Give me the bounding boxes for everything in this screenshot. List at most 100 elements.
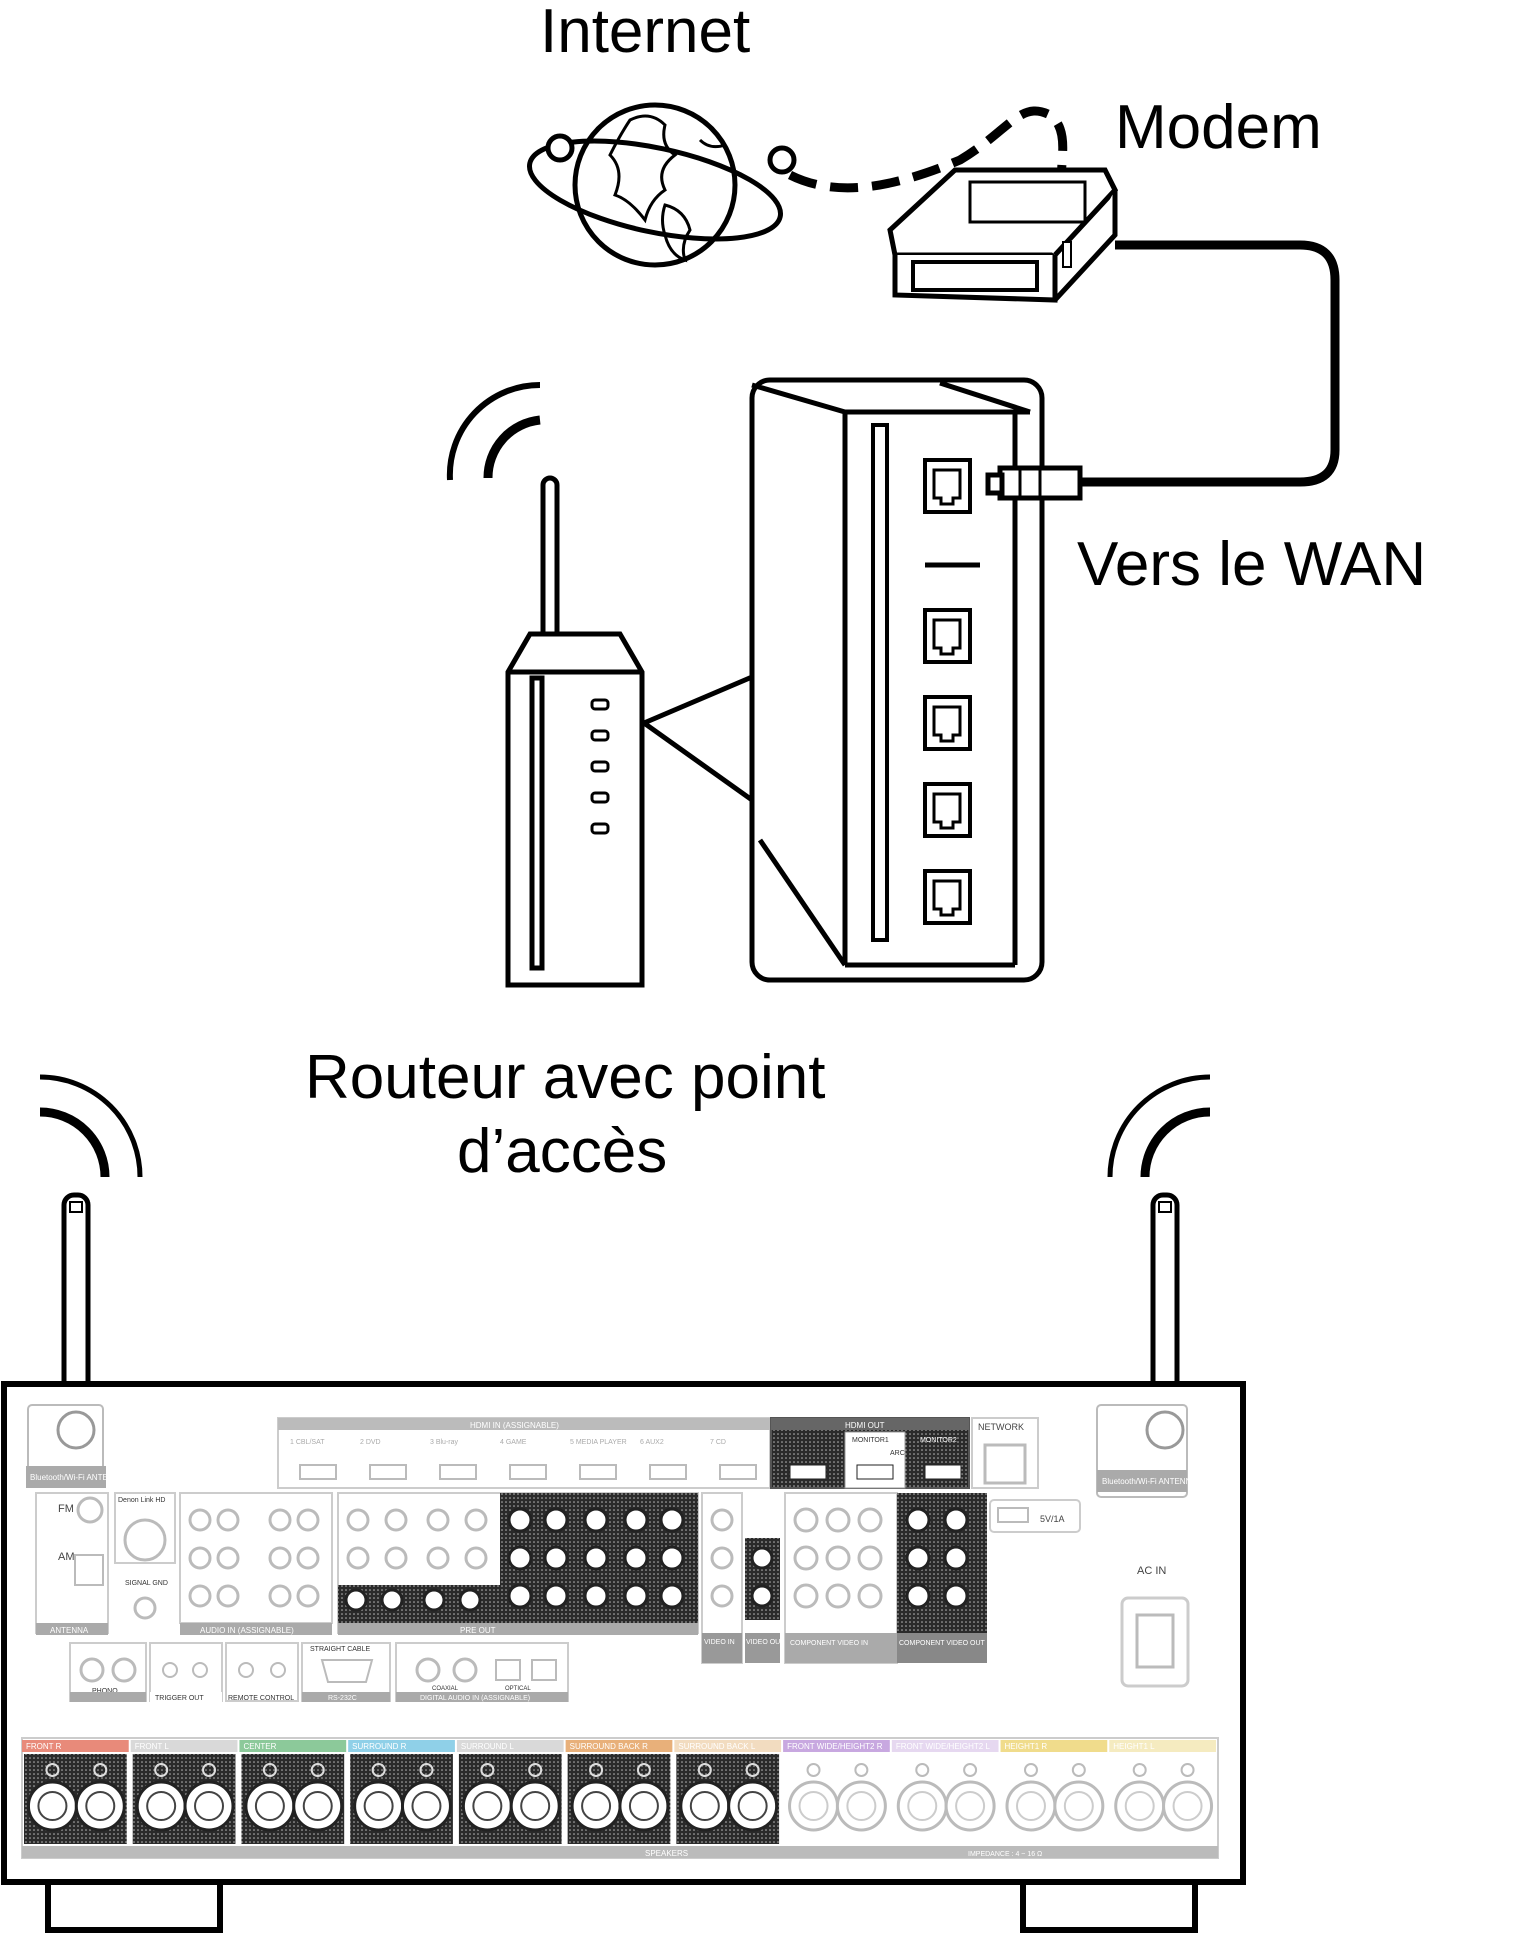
speaker-group-label: SURROUND BACK L (678, 1742, 755, 1751)
speaker-group-header (1000, 1740, 1108, 1752)
polarity-marker (806, 1763, 821, 1777)
polarity-marker (262, 1763, 277, 1777)
speaker-group-header (565, 1740, 673, 1752)
speakers-label: SPEAKERS (645, 1849, 688, 1858)
polarity-marker (419, 1763, 434, 1777)
speaker-terminal-inner (520, 1791, 551, 1821)
hdmi-input-port (299, 1464, 337, 1480)
rca-jack (583, 1507, 609, 1533)
speaker-terminal-inner (194, 1791, 225, 1821)
rca-jack (543, 1507, 569, 1533)
speaker-terminal (292, 1780, 344, 1832)
speaker-terminal (183, 1780, 235, 1832)
rca-jack (793, 1507, 819, 1533)
rca-jack (296, 1584, 320, 1608)
speaker-terminal-inner (907, 1791, 938, 1821)
speaker-group-label: HEIGHT1 R (1005, 1742, 1048, 1751)
speaker-terminal (896, 1780, 948, 1832)
denon-link-label: Denon Link HD (118, 1497, 165, 1504)
speaker-terminal (835, 1780, 887, 1832)
speaker-terminal (26, 1780, 78, 1832)
hdmi-input-label: 5 MEDIA PLAYER (570, 1439, 627, 1446)
wan-label: Vers le WAN (1077, 530, 1426, 599)
hdmi-in-label: HDMI IN (ASSIGNABLE) (470, 1421, 559, 1430)
rca-jack (458, 1588, 482, 1612)
rca-jack (422, 1588, 446, 1612)
optical-label: OPTICAL (505, 1686, 531, 1692)
rca-jack (380, 1588, 404, 1612)
speaker-group-header (456, 1740, 564, 1752)
polarity-marker (310, 1763, 325, 1777)
speaker-terminal (1114, 1780, 1166, 1832)
speaker-terminal-inner (737, 1791, 768, 1821)
speaker-terminal-inner (363, 1791, 394, 1821)
internet-label: Internet (540, 0, 750, 66)
rca-jack (857, 1545, 883, 1571)
rca-jack (710, 1584, 734, 1608)
rca-jack (268, 1546, 292, 1570)
router-label-line1: Routeur avec point (305, 1043, 825, 1112)
hdmi-input-label: 3 Blu-ray (430, 1439, 459, 1446)
speaker-terminal (400, 1780, 452, 1832)
polarity-marker (745, 1763, 760, 1777)
rca-jack (943, 1507, 969, 1533)
speaker-group-label: SURROUND BACK R (570, 1742, 648, 1751)
speaker-terminal-inner (689, 1791, 720, 1821)
speaker-terminal (618, 1780, 670, 1832)
rca-jack (750, 1546, 774, 1570)
speaker-group-label: SURROUND L (461, 1742, 514, 1751)
rca-jack (346, 1546, 370, 1570)
speaker-terminal (570, 1780, 622, 1832)
component-in-label: COMPONENT VIDEO IN (790, 1640, 868, 1647)
rca-jack (216, 1546, 240, 1570)
hdmi-input-port (649, 1464, 687, 1480)
rca-jack (623, 1507, 649, 1533)
rca-jack (710, 1508, 734, 1532)
rca-jack (825, 1507, 851, 1533)
rca-jack (943, 1545, 969, 1571)
speaker-terminal-inner (411, 1791, 442, 1821)
polarity-marker (1132, 1763, 1147, 1777)
speaker-terminal (461, 1780, 513, 1832)
rca-jack (268, 1508, 292, 1532)
rca-jack (583, 1583, 609, 1609)
av-receiver-rear-panel: Bluetooth/Wi-Fi ANTENNA Bluetooth/Wi-Fi … (1, 1381, 1246, 1933)
router-icon (446, 377, 1045, 988)
speaker-terminal (244, 1780, 296, 1832)
speaker-group-label: SURROUND R (352, 1742, 406, 1751)
speaker-terminal-inner (472, 1791, 503, 1821)
speaker-group-header (130, 1740, 238, 1752)
speaker-terminal-inner (1063, 1791, 1094, 1821)
speaker-group-label: FRONT R (26, 1742, 62, 1751)
speaker-terminal-inner (628, 1791, 659, 1821)
rca-jack (216, 1508, 240, 1532)
speaker-group-label: FRONT WIDE/HEIGHT2 L (896, 1742, 991, 1751)
audio-in-label: AUDIO IN (ASSIGNABLE) (200, 1626, 294, 1635)
speaker-group-label: FRONT L (135, 1742, 170, 1751)
monitor2-label: MONITOR2 (920, 1437, 957, 1444)
rca-jack (507, 1507, 533, 1533)
digital-audio-label: DIGITAL AUDIO IN (ASSIGNABLE) (420, 1695, 530, 1702)
video-out-label: VIDEO OUT (746, 1639, 785, 1646)
rca-jack (857, 1583, 883, 1609)
rca-jack (346, 1508, 370, 1532)
coaxial-label: COAXIAL (432, 1686, 459, 1692)
hdmi-input-port (439, 1464, 477, 1480)
polarity-marker (45, 1763, 60, 1777)
speaker-terminal (509, 1780, 561, 1832)
speaker-terminal (353, 1780, 405, 1832)
rca-jack (825, 1545, 851, 1571)
rca-jack (825, 1583, 851, 1609)
rca-jack (793, 1583, 819, 1609)
arc-label: ARC (890, 1450, 905, 1457)
rca-jack (659, 1507, 685, 1533)
hdmi-out-label: HDMI OUT (845, 1421, 885, 1430)
am-label: AM (58, 1551, 75, 1563)
speaker-terminal-inner (302, 1791, 333, 1821)
rca-jack (905, 1545, 931, 1571)
speaker-group-header (783, 1740, 890, 1752)
signal-gnd-label: SIGNAL GND (125, 1580, 168, 1587)
impedance-label: IMPEDANCE : 4 ~ 16 Ω (968, 1851, 1042, 1858)
modem-icon (887, 167, 1119, 303)
trigger-out-label: TRIGGER OUT (155, 1695, 204, 1702)
